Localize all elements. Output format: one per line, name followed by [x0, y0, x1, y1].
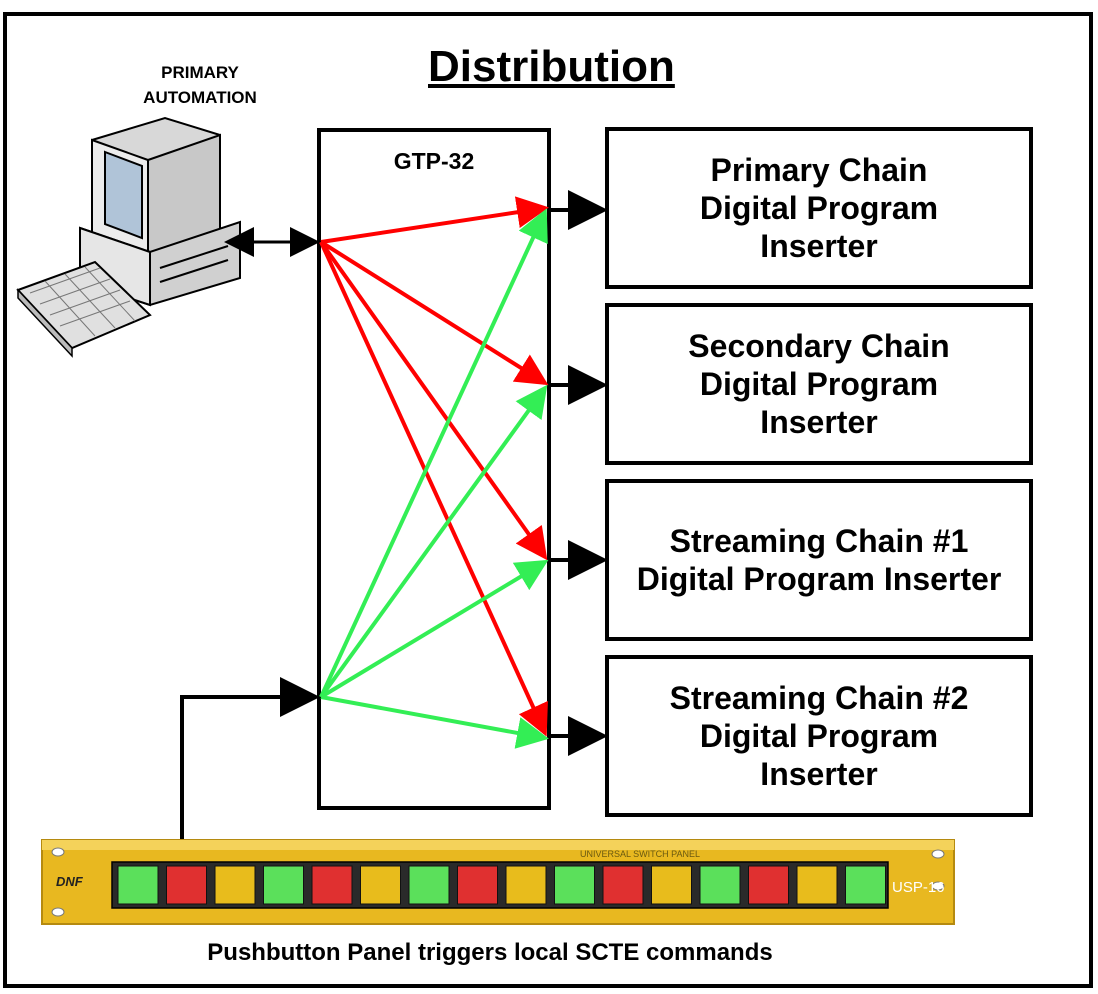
mount-hole	[931, 881, 945, 891]
mount-hole	[51, 847, 65, 857]
panel-pushbutton[interactable]	[651, 865, 692, 905]
panel-pushbutton[interactable]	[360, 865, 401, 905]
panel-pushbutton[interactable]	[166, 865, 207, 905]
panel-pushbutton[interactable]	[117, 865, 159, 905]
panel-pushbutton[interactable]	[263, 865, 304, 905]
green-route-lines	[319, 208, 549, 749]
panel-pushbutton[interactable]	[457, 865, 498, 905]
destination-streaming-chain-2: Streaming Chain #2 Digital Program Inser…	[605, 655, 1033, 817]
panel-pushbutton[interactable]	[699, 865, 741, 905]
diagram-frame	[3, 12, 1093, 988]
destination-secondary-chain: Secondary Chain Digital Program Inserter	[605, 303, 1033, 465]
brand-logo: DNF	[56, 874, 84, 889]
panel-pushbutton[interactable]	[748, 865, 789, 905]
destination-streaming-chain-1: Streaming Chain #1 Digital Program Inser…	[605, 479, 1033, 641]
panel-model-text: USP-16	[892, 879, 945, 896]
mount-hole	[51, 907, 65, 917]
automation-label-line2: AUTOMATION	[143, 88, 257, 107]
diagram-title: Distribution	[428, 42, 675, 91]
router-label: GTP-32	[393, 148, 475, 174]
gtp-32-router-box	[317, 128, 551, 810]
destination-primary-chain: Primary Chain Digital Program Inserter	[605, 127, 1033, 289]
panel-pushbutton[interactable]	[554, 865, 595, 905]
panel-pushbutton[interactable]	[408, 865, 450, 905]
destination-label: Streaming Chain #1 Digital Program Inser…	[636, 523, 1002, 597]
automation-label: PRIMARY AUTOMATION	[105, 60, 295, 110]
panel-caption: Pushbutton Panel triggers local SCTE com…	[207, 939, 773, 966]
panel-pushbutton[interactable]	[214, 865, 256, 905]
panel-header-text: UNIVERSAL SWITCH PANEL	[580, 849, 700, 859]
mount-hole	[931, 849, 945, 859]
panel-pushbutton[interactable]	[845, 865, 886, 905]
panel-pushbutton[interactable]	[505, 865, 547, 905]
panel-pushbutton[interactable]	[796, 865, 838, 905]
destination-label: Primary Chain Digital Program Inserter	[699, 152, 939, 264]
panel-buttons	[117, 865, 886, 905]
destination-label: Secondary Chain Digital Program Inserter	[688, 328, 950, 440]
automation-label-line1: PRIMARY	[161, 63, 239, 82]
panel-link-arrow	[180, 677, 320, 842]
output-arrows	[549, 190, 608, 756]
destination-label: Streaming Chain #2 Digital Program Inser…	[669, 680, 969, 792]
red-route-lines	[319, 196, 549, 737]
panel-pushbutton[interactable]	[311, 865, 353, 905]
panel-pushbutton[interactable]	[602, 865, 644, 905]
